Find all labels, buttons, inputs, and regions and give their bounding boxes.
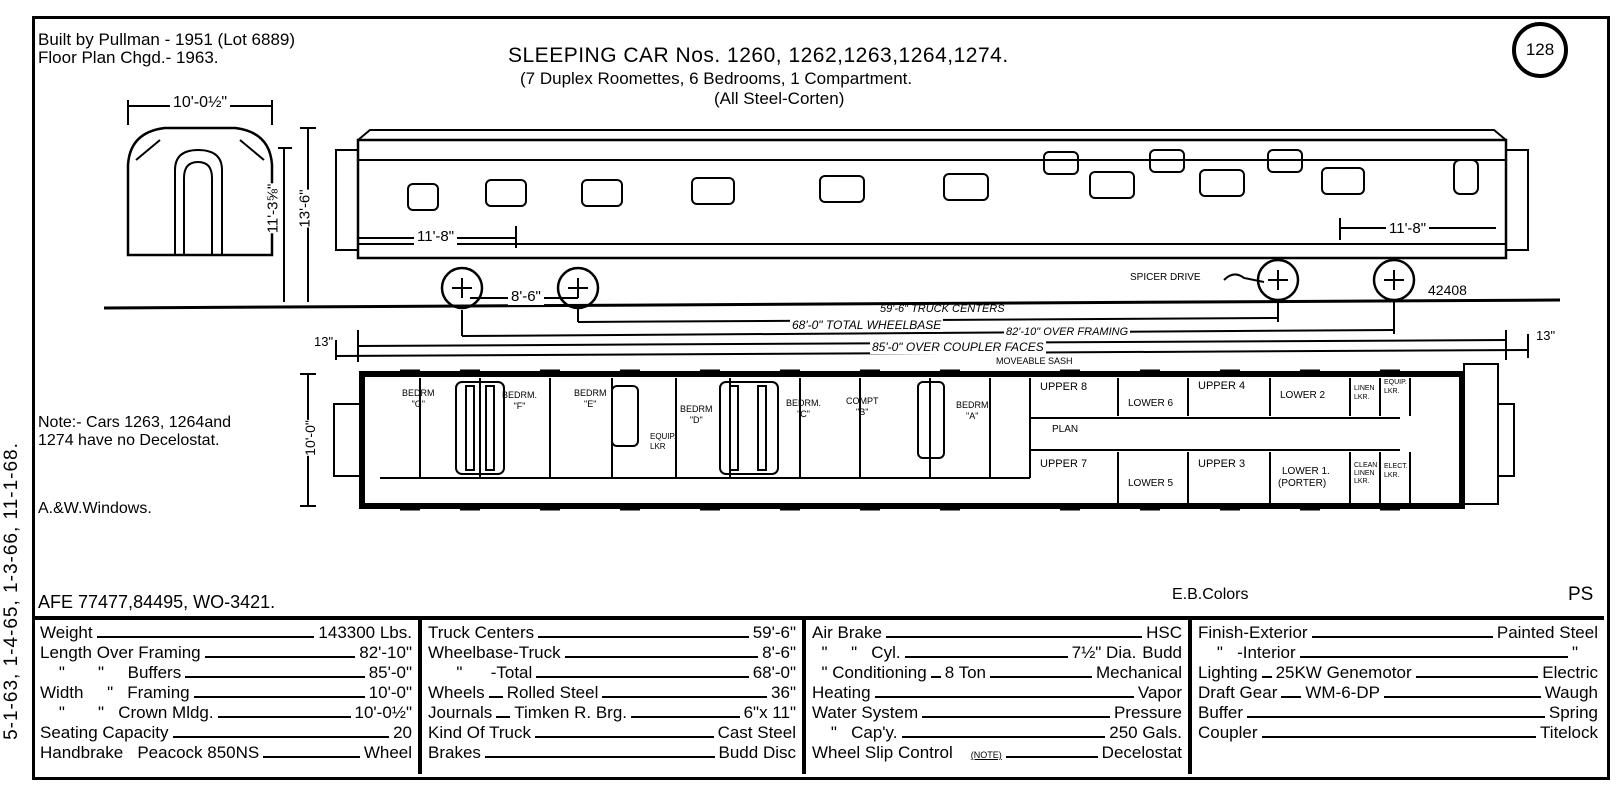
equip-locker-label: EQUIP. LKR <box>650 432 677 451</box>
plan-label: PLAN <box>1052 424 1079 435</box>
page-subtitle: (7 Duplex Roomettes, 6 Bedrooms, 1 Compa… <box>520 69 913 88</box>
page-number: 128 <box>1525 40 1555 59</box>
dim-truck-centers: 59'-6" TRUCK CENTERS <box>880 303 1005 315</box>
bedroom-c: BEDRM."C" <box>786 398 822 419</box>
bedroom-f: BEDRM."F" <box>502 390 538 411</box>
roomette-upper-4: UPPER 4 <box>1198 380 1246 392</box>
end-view <box>126 100 316 302</box>
end-view-height-outer: 13'-6" <box>296 189 314 228</box>
rail-line <box>103 298 1561 310</box>
drive-number: 42408 <box>1428 282 1467 298</box>
plan-width: 10'-0" <box>301 420 318 456</box>
roomette-lower-2: LOWER 2 <box>1280 390 1326 401</box>
sheet-frame <box>32 16 1610 780</box>
spicer-drive-label: SPICER DRIVE <box>1130 272 1201 283</box>
dim-over-couplers: 85'-0" OVER COUPLER FACES <box>870 340 1046 354</box>
linen-locker: LINEN LKR. <box>1354 385 1375 401</box>
ps-note: PS <box>1568 584 1594 605</box>
roomette-upper-8: UPPER 8 <box>1040 381 1088 393</box>
roomette-upper-7: UPPER 7 <box>1040 458 1088 470</box>
spec-row: " " Cyl.7½" Dia.Budd <box>812 643 1182 662</box>
page-number-badge: 128 <box>1512 22 1568 78</box>
spec-row: " -Interior" <box>1198 643 1578 662</box>
afe-note: AFE 77477,84495, WO-3421. <box>38 592 276 612</box>
page-title: SLEEPING CAR Nos. 1260, 1262,1263,1264,1… <box>508 44 1009 67</box>
bedroom-g: BEDRM"G" <box>402 388 435 409</box>
spec-row: " Cap'y.250 Gals. <box>812 723 1182 742</box>
bedroom-a: BEDRM"A" <box>956 400 989 421</box>
decelostat-note-2: 1274 have no Decelostat. <box>38 432 220 449</box>
truck-offset-left: 11'-8" <box>414 228 458 245</box>
roomette-lower-5: LOWER 5 <box>1128 478 1174 489</box>
elect-locker: ELECT. LKR. <box>1384 463 1408 479</box>
windows-note: A.&W.Windows. <box>38 500 152 517</box>
porter-label: (PORTER) <box>1278 478 1327 489</box>
built-by-text: Built by Pullman - 1951 (Lot 6889) <box>38 30 296 49</box>
end-view-height-inner: 11'-3⅝" <box>264 183 282 234</box>
bedroom-d: BEDRM"D" <box>680 404 713 425</box>
decelostat-note-1: Note:- Cars 1263, 1264and <box>38 414 232 431</box>
compartment-b: COMPT"B" <box>846 396 879 417</box>
floor-plan-text: Floor Plan Chgd.- 1963. <box>38 48 219 67</box>
spec-row: Wheel Slip Control(NOTE)Decelostat <box>812 743 1182 762</box>
equip-locker-top: EQUIP. LKR. <box>1384 379 1407 395</box>
spec-row: " " Crown Mldg.10'-0½" <box>40 703 412 722</box>
floor-plan <box>300 363 1515 511</box>
roomette-lower-1: LOWER 1. <box>1282 466 1330 477</box>
clean-linen-locker: CLEAN LINEN LKR. <box>1354 462 1378 485</box>
roomette-lower-6: LOWER 6 <box>1128 398 1174 409</box>
dim-total-wheelbase: 68'-0" TOTAL WHEELBASE <box>790 318 944 332</box>
colors-note: E.B.Colors <box>1172 586 1249 603</box>
bedroom-e: BEDRM"E" <box>574 388 607 409</box>
end-view-width: 10'-0½" <box>170 94 231 112</box>
truck-offset-right: 11'-8" <box>1386 220 1430 237</box>
dim-end-left: 13" <box>314 334 334 349</box>
side-elevation <box>335 129 1529 310</box>
dim-end-right: 13" <box>1536 328 1556 343</box>
roomette-upper-3: UPPER 3 <box>1198 458 1246 470</box>
moveable-sash-label: MOVEABLE SASH <box>996 356 1073 366</box>
truck-wheelbase: 8'-6" <box>508 288 544 305</box>
dim-over-framing: 82'-10" OVER FRAMING <box>1004 326 1131 338</box>
construction-text: (All Steel-Corten) <box>714 89 845 108</box>
